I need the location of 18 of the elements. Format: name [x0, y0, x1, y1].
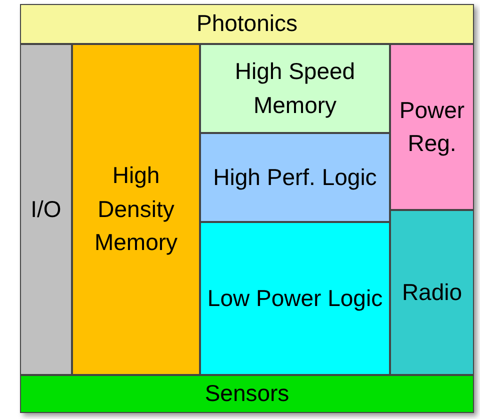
chip-region-block	[390, 210, 474, 375]
chip-region-block	[200, 133, 390, 222]
chip-region-block	[200, 222, 390, 375]
region-label: Power Reg.	[398, 96, 466, 158]
chip-region-block	[20, 375, 474, 413]
region-label: Sensors	[204, 379, 290, 408]
region-label: High Perf. Logic	[213, 162, 377, 192]
region-label: High Density Memory	[93, 161, 179, 258]
chip-region-block	[390, 44, 474, 210]
region-label: High Speed Memory	[234, 57, 356, 120]
chip-region-block	[20, 44, 72, 375]
region-label: Radio	[402, 278, 462, 307]
chip-region-block	[200, 44, 390, 133]
chip-region-block	[20, 4, 474, 44]
region-label: Photonics	[196, 9, 298, 38]
region-label: Low Power Logic	[207, 284, 383, 313]
region-label: I/O	[30, 194, 62, 224]
chip-region-block	[72, 44, 200, 375]
